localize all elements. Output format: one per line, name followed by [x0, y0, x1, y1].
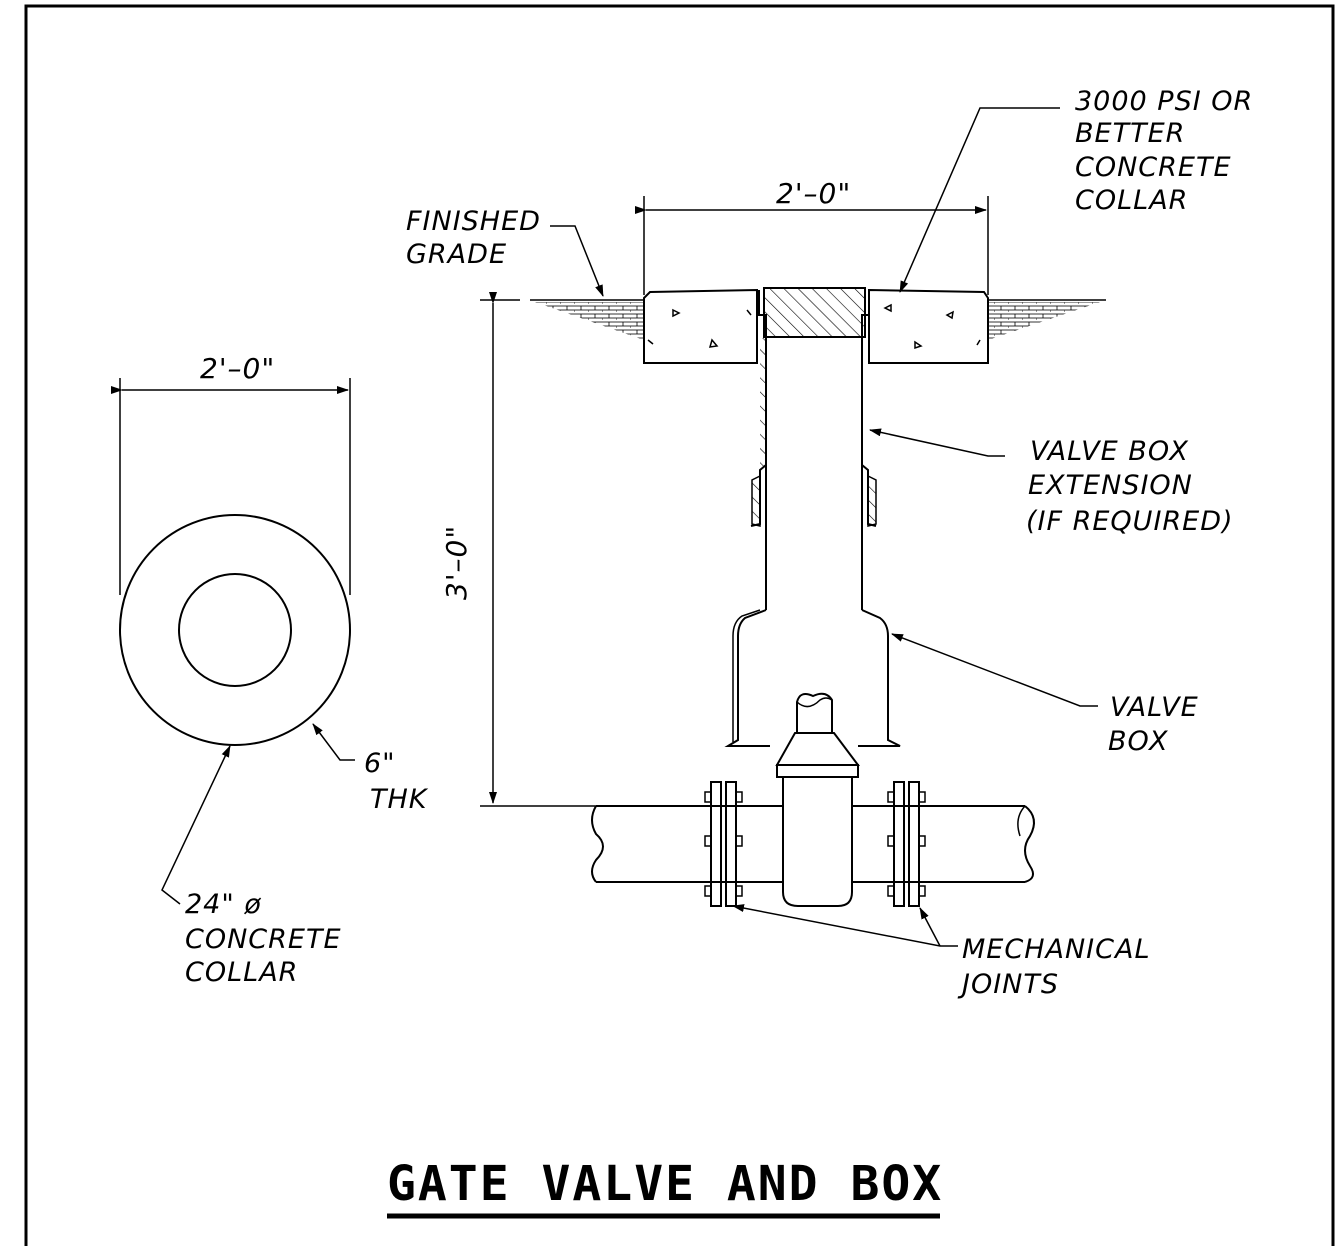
thickness-label-1: 6" — [364, 748, 396, 779]
main-pipe-break-right-2 — [1017, 805, 1026, 837]
plan-width-dimension: 2'–0" — [200, 352, 275, 385]
valve-box-extension-label-3: (IF REQUIRED) — [1026, 506, 1234, 537]
plan-collar-leader — [161, 745, 231, 905]
section-view: 2'–0" 3'–0" — [440, 177, 1106, 907]
concrete-collar-label-2: BETTER — [1075, 118, 1185, 149]
valve-stem — [796, 692, 833, 734]
concrete-collar-label-4: COLLAR — [1075, 185, 1188, 216]
mechanical-joints-label-2: JOINTS — [957, 969, 1059, 1000]
depth-dimension: 3'–0" — [440, 525, 473, 600]
valve-box-extension-label-2: EXTENSION — [1028, 470, 1193, 501]
finished-grade-label-1: FINISHED — [406, 206, 541, 237]
plan-collar-label-2: CONCRETE — [185, 924, 342, 955]
valve-box-bell-left-inner — [732, 609, 761, 742]
mechanical-joint-right — [887, 781, 926, 907]
concrete-collar-right — [868, 288, 989, 364]
mechanical-joints-leader-right — [919, 907, 941, 947]
valve-body — [782, 777, 853, 907]
valve-box-bell-right — [858, 609, 901, 747]
thickness-leader — [312, 723, 355, 761]
collar-outer-circle — [119, 514, 351, 746]
valve-stem-top-break — [796, 697, 833, 708]
sleeve-joint-right — [867, 474, 877, 527]
sleeve-joint-left — [751, 474, 761, 527]
mechanical-joints-label-1: MECHANICAL — [962, 934, 1151, 965]
valve-box-extension-left-hatch — [760, 338, 766, 466]
valve-operating-nut — [775, 732, 860, 766]
concrete-collar-leader — [899, 107, 1060, 293]
plan-collar-label-3: COLLAR — [185, 957, 298, 988]
finished-grade-leader — [550, 225, 604, 297]
concrete-collar-left — [643, 288, 758, 364]
valve-box-extension-label-1: VALVE BOX — [1030, 436, 1189, 467]
concrete-aggregate-marks — [647, 303, 981, 350]
finished-grade-label-2: GRADE — [406, 239, 507, 270]
soil-hatch-right — [988, 302, 1100, 340]
plan-collar-label-1: 24" ø — [185, 889, 262, 920]
valve-box-label-1: VALVE — [1110, 692, 1199, 723]
main-pipe — [591, 805, 604, 883]
valve-box-bell-left — [724, 609, 770, 747]
concrete-collar-label-3: CONCRETE — [1075, 152, 1232, 183]
valve-box-label-2: BOX — [1108, 726, 1169, 757]
mechanical-joints-leader-left — [732, 904, 958, 947]
concrete-collar-label-1: 3000 PSI OR — [1075, 86, 1253, 117]
valve-box-extension-leader — [869, 428, 1005, 457]
main-pipe-break-right — [1024, 805, 1035, 883]
mechanical-joint-left — [704, 781, 743, 907]
plan-view: 2'–0" 6" THK 24" ø CONCRETE COLLAR — [111, 352, 429, 988]
valve-bonnet — [776, 764, 859, 778]
thickness-label-2: THK — [370, 784, 429, 815]
collar-width-dimension: 2'–0" — [776, 177, 851, 210]
sheet-border — [24, 4, 1335, 1246]
valve-box-lid — [763, 287, 866, 338]
drawing-title: GATE VALVE AND BOX — [387, 1156, 943, 1212]
valve-box-leader — [891, 633, 1098, 707]
soil-hatch-left — [535, 302, 644, 340]
collar-inner-circle — [178, 573, 292, 687]
